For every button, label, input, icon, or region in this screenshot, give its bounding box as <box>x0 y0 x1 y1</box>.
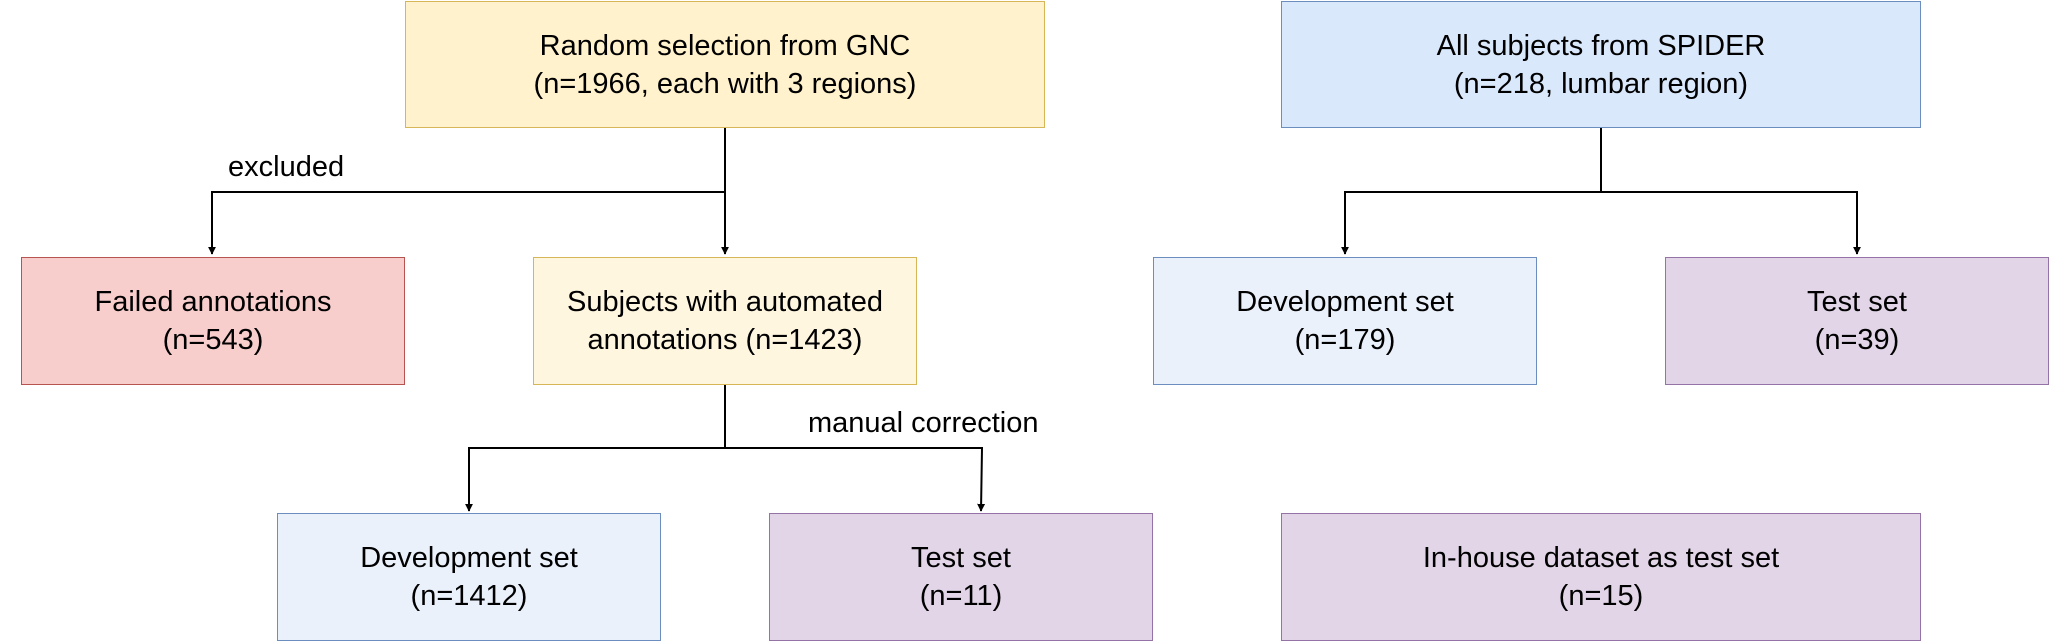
spider-source-box: All subjects from SPIDER (n=218, lumbar … <box>1281 1 1921 128</box>
connector-spider-to-dev <box>1341 128 1602 255</box>
gnc-test-set-box: Test set (n=11) <box>769 513 1153 641</box>
failed-annotations-count: (n=543) <box>162 324 264 356</box>
spider-test-set-box: Test set (n=39) <box>1665 257 2049 385</box>
gnc-source-box: Random selection from GNC (n=1966, each … <box>405 1 1045 128</box>
inhouse-test-set-title: In-house dataset as test set <box>1422 542 1780 574</box>
gnc-test-set-title: Test set <box>911 542 1011 574</box>
failed-annotations-box: Failed annotations (n=543) <box>21 257 405 385</box>
spider-source-count: (n=218, lumbar region) <box>1453 67 1749 100</box>
spider-development-set-title: Development set <box>1236 286 1454 318</box>
gnc-test-set-count: (n=11) <box>919 580 1003 612</box>
spider-test-set-count: (n=39) <box>1814 324 1900 356</box>
connector-gnc-to-failed <box>208 191 725 255</box>
connector-automated-to-test <box>725 447 986 512</box>
connector-automated-to-dev <box>465 385 726 512</box>
automated-annotations-count: annotations (n=1423) <box>587 324 863 356</box>
edge-label-manual-correction: manual correction <box>808 407 1039 439</box>
spider-development-set-box: Development set (n=179) <box>1153 257 1537 385</box>
failed-annotations-title: Failed annotations <box>94 286 332 318</box>
connector-spider-to-test <box>1601 191 1861 255</box>
spider-source-title: All subjects from SPIDER <box>1436 29 1766 62</box>
gnc-source-title: Random selection from GNC <box>539 29 911 62</box>
spider-test-set-title: Test set <box>1807 286 1907 318</box>
spider-development-set-count: (n=179) <box>1294 324 1396 356</box>
gnc-development-set-box: Development set (n=1412) <box>277 513 661 641</box>
gnc-development-set-title: Development set <box>360 542 578 574</box>
gnc-development-set-count: (n=1412) <box>410 580 528 612</box>
inhouse-test-set-box: In-house dataset as test set (n=15) <box>1281 513 1921 641</box>
automated-annotations-box: Subjects with automated annotations (n=1… <box>533 257 917 385</box>
edge-label-excluded: excluded <box>228 151 345 183</box>
gnc-source-count: (n=1966, each with 3 regions) <box>533 67 917 100</box>
inhouse-test-set-count: (n=15) <box>1558 580 1644 612</box>
automated-annotations-title: Subjects with automated <box>567 286 883 318</box>
